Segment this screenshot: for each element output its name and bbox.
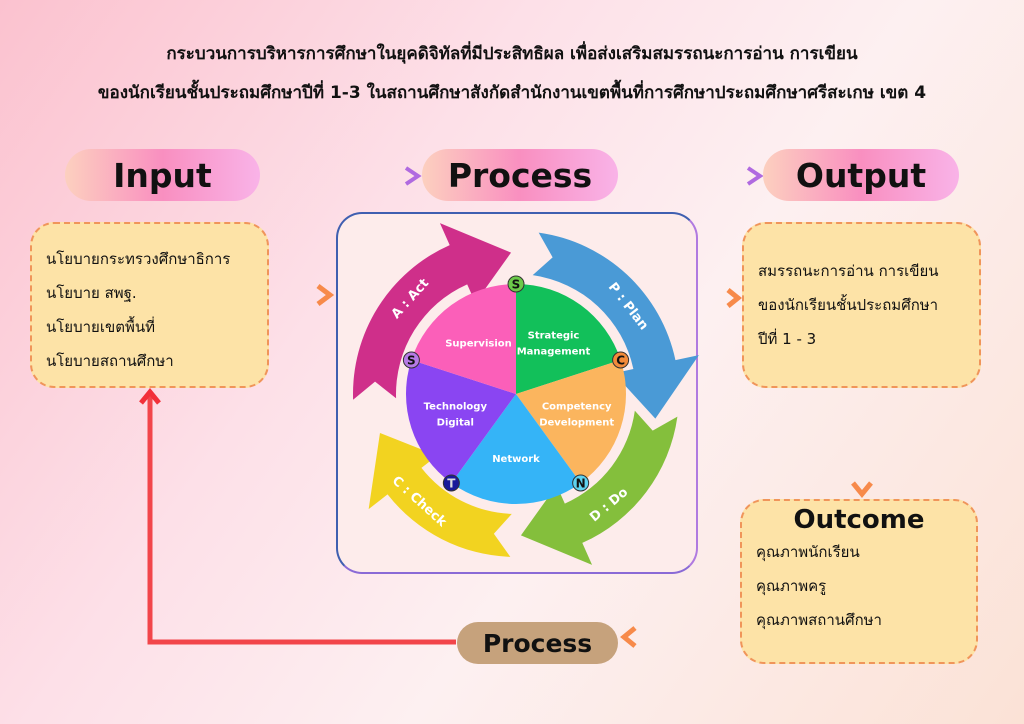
diagram-title-line1: กระบวนการบริหารการศึกษาในยุคดิจิทัลที่มี… <box>166 44 858 64</box>
stage-output: Output <box>763 149 959 201</box>
output-item: ของนักเรียนชั้นประถมศึกษา <box>758 296 939 314</box>
marker-t-icon <box>442 474 460 492</box>
cycle-arrow-plan <box>532 232 699 419</box>
pie-slice-technology-digital <box>405 360 516 483</box>
arrow-outcome-to-process <box>620 626 738 648</box>
arrow-wheel-to-outputbox <box>700 288 743 308</box>
input-item: นโยบายสถานศึกษา <box>46 352 174 370</box>
arrow-output-to-outcome <box>851 390 873 498</box>
marker-c-icon <box>612 351 630 369</box>
feedback-process-pill: Process <box>457 622 618 664</box>
output-box: สมรรถนะการอ่าน การเขียน ของนักเรียนชั้นป… <box>742 222 981 388</box>
marker-n-icon <box>572 474 590 492</box>
output-item: สมรรถนะการอ่าน การเขียน <box>758 262 939 280</box>
marker-letter: S <box>512 278 521 292</box>
outcome-item: คุณภาพนักเรียน <box>756 543 860 561</box>
outcome-title: Outcome <box>793 505 925 535</box>
cycle-arrow-check <box>368 433 512 557</box>
arrow-process-to-input <box>139 388 456 645</box>
arrow-inputbox-to-wheel <box>271 284 335 306</box>
pie-slice-strategic-management <box>516 284 621 394</box>
slice-label: Network <box>492 454 540 465</box>
marker-letter: C <box>616 354 625 368</box>
stage-process: Process <box>422 149 618 201</box>
input-item: นโยบายกระทรวงศึกษาธิการ <box>46 250 231 268</box>
marker-s-icon <box>402 351 420 369</box>
outcome-box: Outcome คุณภาพนักเรียน คุณภาพครู คุณภาพส… <box>740 499 978 664</box>
stage-input: Input <box>65 149 260 201</box>
marker-letter: S <box>407 354 416 368</box>
cycle-arrow-do <box>520 410 678 565</box>
input-box: นโยบายกระทรวงศึกษาธิการ นโยบาย สพฐ. นโยบ… <box>30 222 269 388</box>
output-item: ปีที่ 1 - 3 <box>758 330 817 348</box>
arrow-input-to-process <box>262 166 422 186</box>
marker-letter: N <box>576 476 586 490</box>
pie-slice-supervision <box>411 284 516 394</box>
marker-letter: T <box>447 476 456 490</box>
marker-s-icon <box>507 275 525 293</box>
pie-slice-competency-development <box>516 360 626 483</box>
input-item: นโยบาย สพฐ. <box>46 284 137 302</box>
cycle-arrow-act <box>353 223 512 400</box>
pie-slice-network <box>451 394 581 505</box>
outcome-item: คุณภาพครู <box>756 577 827 595</box>
diagram-title-line2: ของนักเรียนชั้นประถมศึกษาปีที่ 1-3 ในสถา… <box>97 83 927 103</box>
input-item: นโยบายเขตพื้นที่ <box>46 318 155 336</box>
arrow-process-to-output <box>620 166 764 186</box>
outcome-item: คุณภาพสถานศึกษา <box>756 611 882 629</box>
slice-label: Supervision <box>445 338 512 349</box>
